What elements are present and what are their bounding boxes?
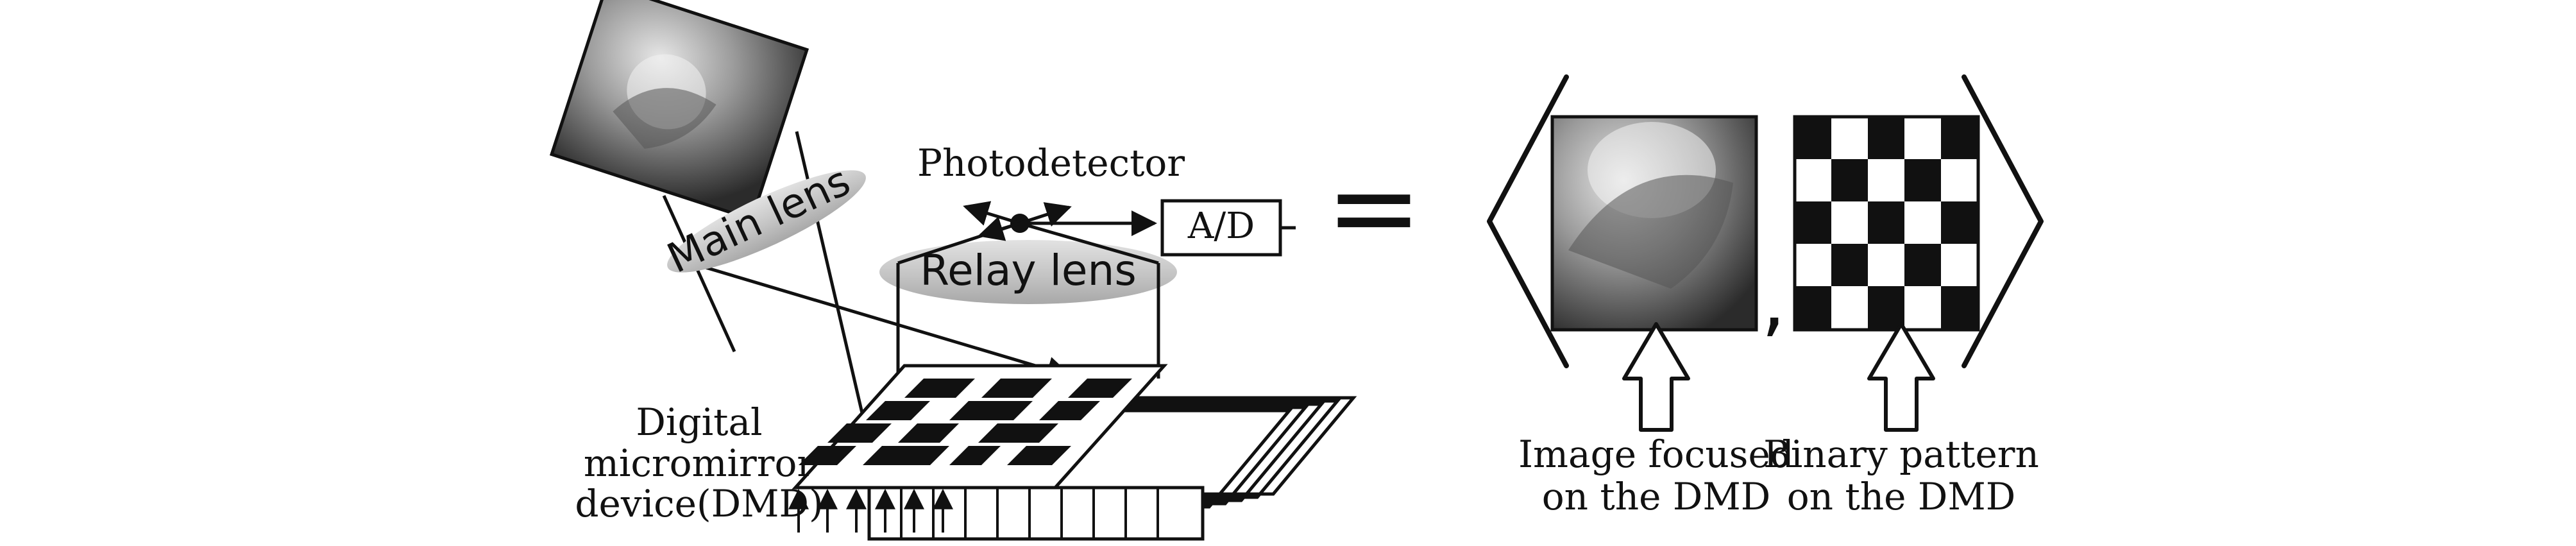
- dmd-label-line-3: device(DMD): [575, 482, 823, 525]
- binary-pattern: [1793, 115, 1980, 332]
- inner-product-comma: ,: [1761, 257, 1786, 346]
- focused-image-pointer: [1622, 322, 1690, 432]
- relay-lens-label: Relay lens: [920, 246, 1136, 295]
- binary-pattern-caption-line-2: on the DMD: [1787, 475, 2016, 518]
- dmd-label-line-1: Digital: [636, 400, 762, 444]
- focused-image-caption-line-2: on the DMD: [1542, 475, 1771, 518]
- dmd-control-arrows: [788, 488, 953, 533]
- relay-lens: Relay lens: [879, 240, 1177, 304]
- dmd-label: Digital micromirror device(DMD): [575, 400, 823, 525]
- inner-product-brackets: [1487, 74, 2044, 368]
- scene-image: [549, 0, 809, 222]
- dmd-label-line-2: micromirror: [584, 441, 815, 485]
- focused-image-caption-line-1: Image focused: [1518, 432, 1794, 476]
- binary-pattern-caption-line-1: Binary pattern: [1763, 432, 2039, 476]
- focused-image-caption: Image focused on the DMD: [1518, 432, 1794, 518]
- dmd-base: [867, 486, 1205, 541]
- photodetector-label: Photodetector: [917, 141, 1185, 185]
- equals-sign: =: [1326, 141, 1423, 275]
- photodetector-node: [963, 201, 1157, 241]
- adc-box: A/D: [1160, 199, 1296, 257]
- binary-pattern-caption: Binary pattern on the DMD: [1763, 432, 2039, 518]
- binary-pattern-pointer: [1867, 322, 1935, 432]
- dmd-array: [788, 364, 1357, 541]
- adc-label: A/D: [1187, 205, 1255, 247]
- focused-image: [1550, 115, 1758, 332]
- dmd-front-plane: [792, 364, 1168, 490]
